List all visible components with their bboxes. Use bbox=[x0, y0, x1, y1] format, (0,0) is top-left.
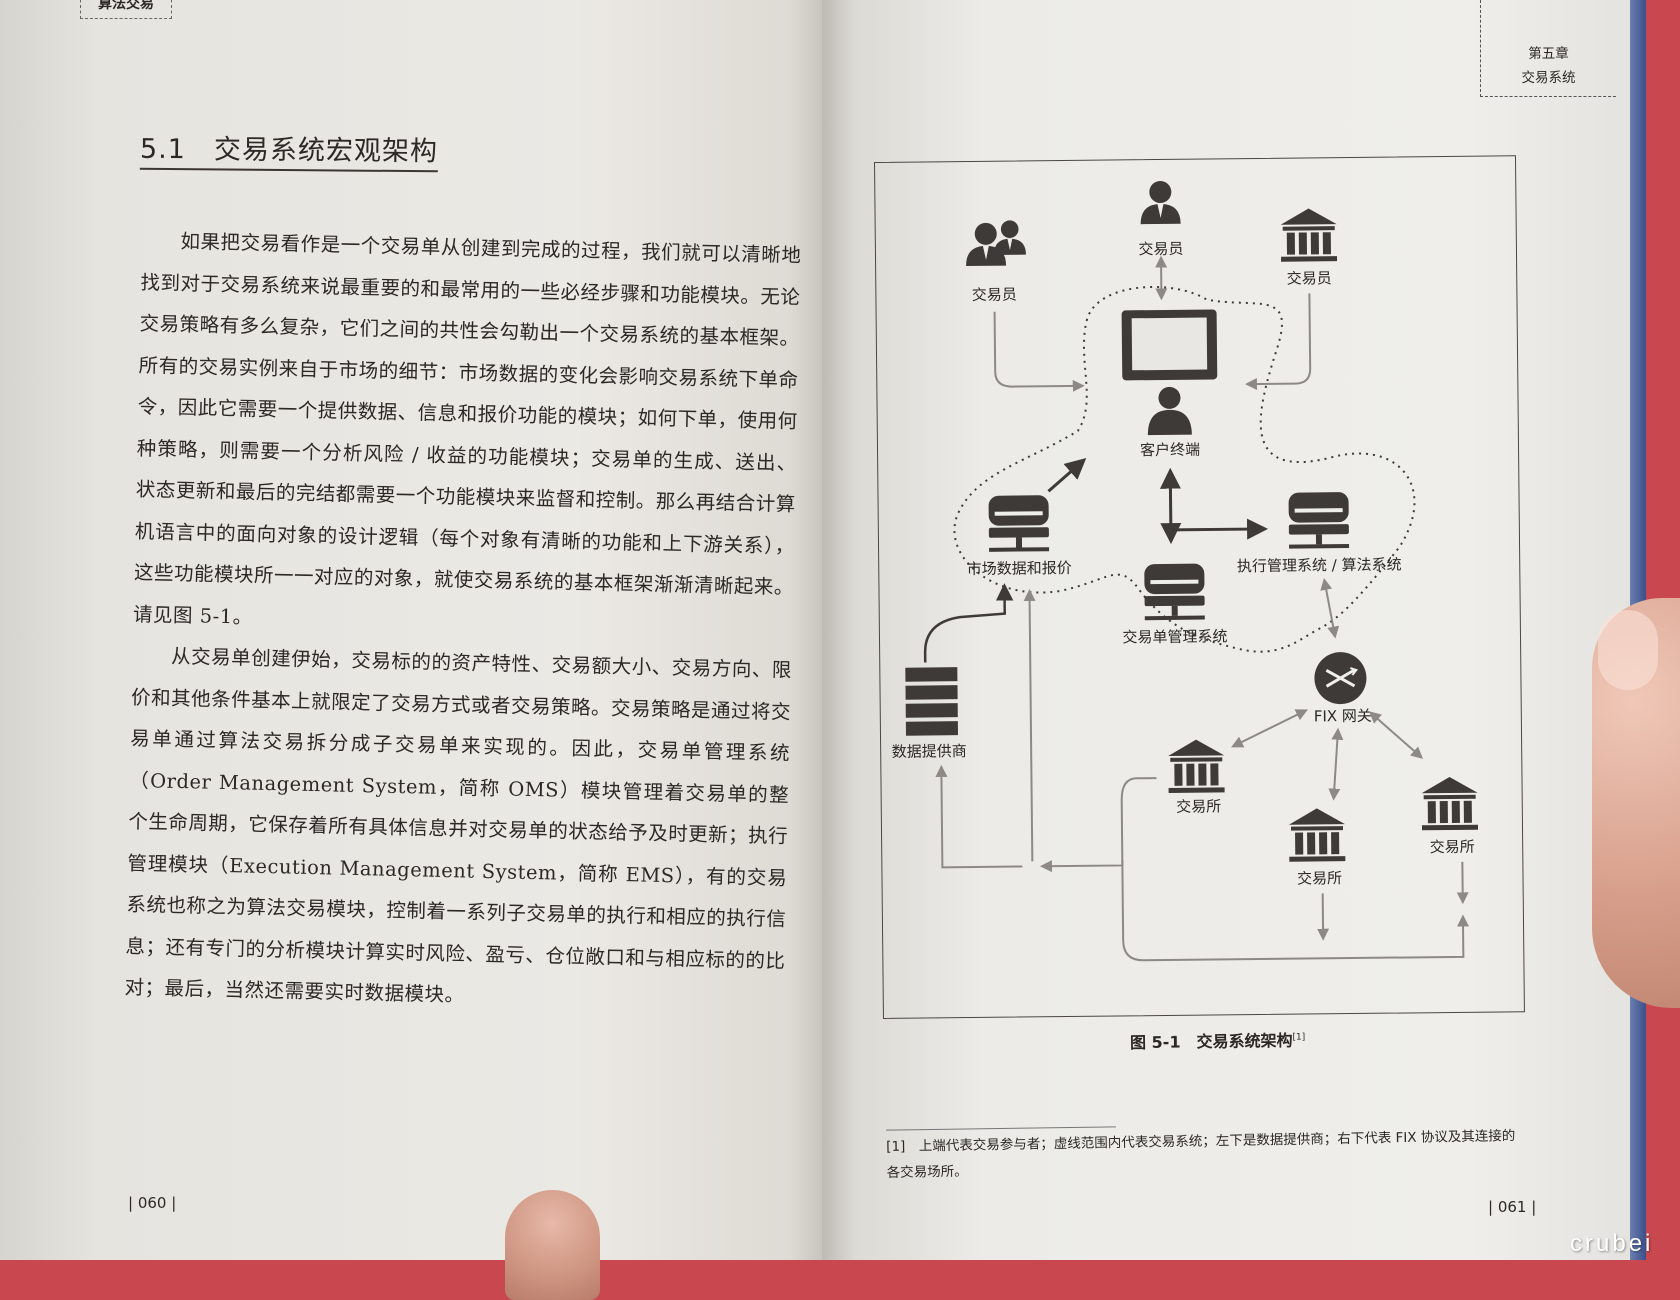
ems-label: 执行管理系统 / 算法系统 bbox=[1237, 555, 1402, 575]
client-terminal-label: 客户终端 bbox=[1140, 441, 1200, 460]
left-page: 算法交易 5.1 交易系统宏观架构 如果把交易看作是一个交易单从创建到完成的过程… bbox=[0, 0, 822, 1260]
trader-center-label: 交易员 bbox=[1138, 240, 1183, 258]
client-terminal-icon bbox=[1122, 309, 1218, 435]
architecture-diagram: 交易员 交易员 交易员 客户终端 市场数据和报价 bbox=[875, 156, 1524, 1018]
trader-right-label: 交易员 bbox=[1287, 269, 1332, 287]
exchange-1-icon bbox=[1168, 739, 1225, 793]
thumb-bottom bbox=[505, 1190, 600, 1300]
fix-gateway-icon bbox=[1314, 652, 1367, 705]
fix-gateway-label: FIX 网关 bbox=[1314, 707, 1372, 726]
trader-group-icon bbox=[966, 220, 1026, 266]
thumb-nail bbox=[1598, 610, 1658, 690]
paragraph-1: 如果把交易看作是一个交易单从创建到完成的过程，我们就可以清晰地找到对于交易系统来… bbox=[133, 220, 802, 650]
figure-5-1: 交易员 交易员 交易员 客户终端 市场数据和报价 bbox=[874, 155, 1525, 1019]
trader-left-label: 交易员 bbox=[972, 286, 1017, 304]
trader-person-icon bbox=[1140, 181, 1180, 224]
figure-caption-ref: [1] bbox=[1292, 1032, 1305, 1042]
left-running-header: 算法交易 bbox=[80, 0, 172, 19]
book-spread: 算法交易 5.1 交易系统宏观架构 如果把交易看作是一个交易单从创建到完成的过程… bbox=[0, 0, 1680, 1260]
chapter-title: 交易系统 bbox=[1481, 66, 1616, 86]
oms-server-icon bbox=[1144, 564, 1205, 621]
market-data-server-icon bbox=[989, 495, 1050, 552]
exchange-3-label: 交易所 bbox=[1430, 838, 1475, 856]
market-data-label: 市场数据和报价 bbox=[967, 559, 1072, 578]
figure-caption: 图 5-1 交易系统架构[1] bbox=[1130, 1027, 1306, 1053]
oms-label: 交易单管理系统 bbox=[1122, 627, 1227, 646]
page-number-left: | 060 | bbox=[128, 1194, 176, 1212]
exchange-1-label: 交易所 bbox=[1176, 797, 1221, 815]
data-provider-label: 数据提供商 bbox=[892, 742, 967, 761]
section-title: 5.1 交易系统宏观架构 bbox=[140, 127, 438, 173]
ems-server-icon bbox=[1288, 492, 1349, 549]
watermark-text: crubei bbox=[1570, 1230, 1653, 1258]
paragraph-2: 从交易单创建伊始，交易标的的资产特性、交易额大小、交易方向、限价和其他条件基本上… bbox=[124, 635, 792, 1023]
figure-caption-text: 图 5-1 交易系统架构 bbox=[1130, 1031, 1293, 1052]
data-provider-icon bbox=[905, 667, 958, 736]
exchange-2-label: 交易所 bbox=[1297, 869, 1342, 887]
right-running-header: 第五章 交易系统 bbox=[1480, 0, 1616, 97]
body-text: 如果把交易看作是一个交易单从创建到完成的过程，我们就可以清晰地找到对于交易系统来… bbox=[124, 220, 802, 1023]
exchange-2-icon bbox=[1289, 808, 1346, 862]
trader-bank-icon bbox=[1281, 208, 1338, 262]
page-number-right: | 061 | bbox=[1488, 1198, 1536, 1216]
exchange-3-icon bbox=[1421, 777, 1478, 831]
chapter-number: 第五章 bbox=[1481, 42, 1616, 62]
